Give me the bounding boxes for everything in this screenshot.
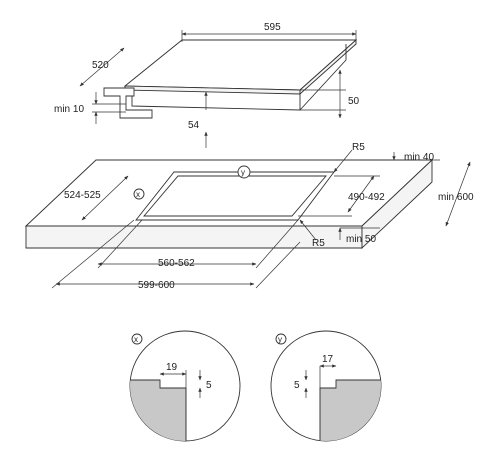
worktop-drawing: R5 min 40 min 600 490-492 524-525 x y R5… xyxy=(24,142,474,291)
hob-bracket xyxy=(103,87,153,119)
radius-top-leader xyxy=(333,149,353,173)
depth-label-arrow xyxy=(81,175,129,221)
cutout-depth-range-label: 490-492 xyxy=(348,192,385,203)
detail-x-depth-label: 5 xyxy=(206,380,212,391)
detail-y-depth-label: 5 xyxy=(294,380,300,391)
detail-x-width-label: 19 xyxy=(166,362,178,373)
cutout-min-front-label: min 50 xyxy=(346,234,376,245)
cutout-min-depth-label: min 600 xyxy=(438,192,474,203)
marker-y-circle xyxy=(237,165,251,179)
worktop-side-face xyxy=(361,158,433,250)
inner-width-ext-left xyxy=(97,219,143,269)
hob-drawing: 595 520 50 min 10 54 xyxy=(54,22,360,148)
cutout-radius-top-label: R5 xyxy=(352,142,365,153)
cutout-radius-bottom-label: R5 xyxy=(312,238,325,249)
detail-x-worktop xyxy=(130,379,187,441)
marker-x-circle xyxy=(133,188,145,200)
cutout-outer-width-label: 599-600 xyxy=(138,280,175,291)
detail-y: 17 5 y xyxy=(270,330,382,442)
cutout-inner-width-label: 560-562 xyxy=(158,258,195,269)
inner-width-ext-right xyxy=(255,219,299,269)
marker-y-label: y xyxy=(241,168,245,177)
detail-y-worktop xyxy=(319,379,381,441)
cutout-depth-label: 524-525 xyxy=(64,190,101,201)
min-depth-arrow xyxy=(445,161,471,227)
depth-arrow xyxy=(79,47,125,87)
cutout-inner-outline xyxy=(143,175,327,217)
hob-height-label: 50 xyxy=(348,96,360,107)
detail-x: 19 5 x xyxy=(129,330,241,442)
hob-width-label: 595 xyxy=(264,22,281,33)
detail-y-marker-label: y xyxy=(278,335,282,344)
hob-offset-label: 54 xyxy=(188,120,200,131)
detail-x-marker-circle xyxy=(131,333,143,345)
detail-y-marker-circle xyxy=(275,333,287,345)
hob-depth-label: 520 xyxy=(92,60,109,71)
outer-width-ext-left xyxy=(51,219,135,289)
depth-range-arrow xyxy=(347,175,375,213)
hob-min-gap-label: min 10 xyxy=(54,104,84,115)
hob-glass-top xyxy=(123,39,358,91)
hob-body-outline xyxy=(131,44,347,111)
hob-right-edge xyxy=(299,38,357,96)
marker-x-label: x xyxy=(136,190,140,199)
detail-y-width-label: 17 xyxy=(322,354,334,365)
radius-bottom-leader xyxy=(299,219,317,241)
cutout-min-back-label: min 40 xyxy=(404,152,434,163)
outer-width-ext-right xyxy=(255,241,301,289)
detail-x-marker-label: x xyxy=(134,335,138,344)
